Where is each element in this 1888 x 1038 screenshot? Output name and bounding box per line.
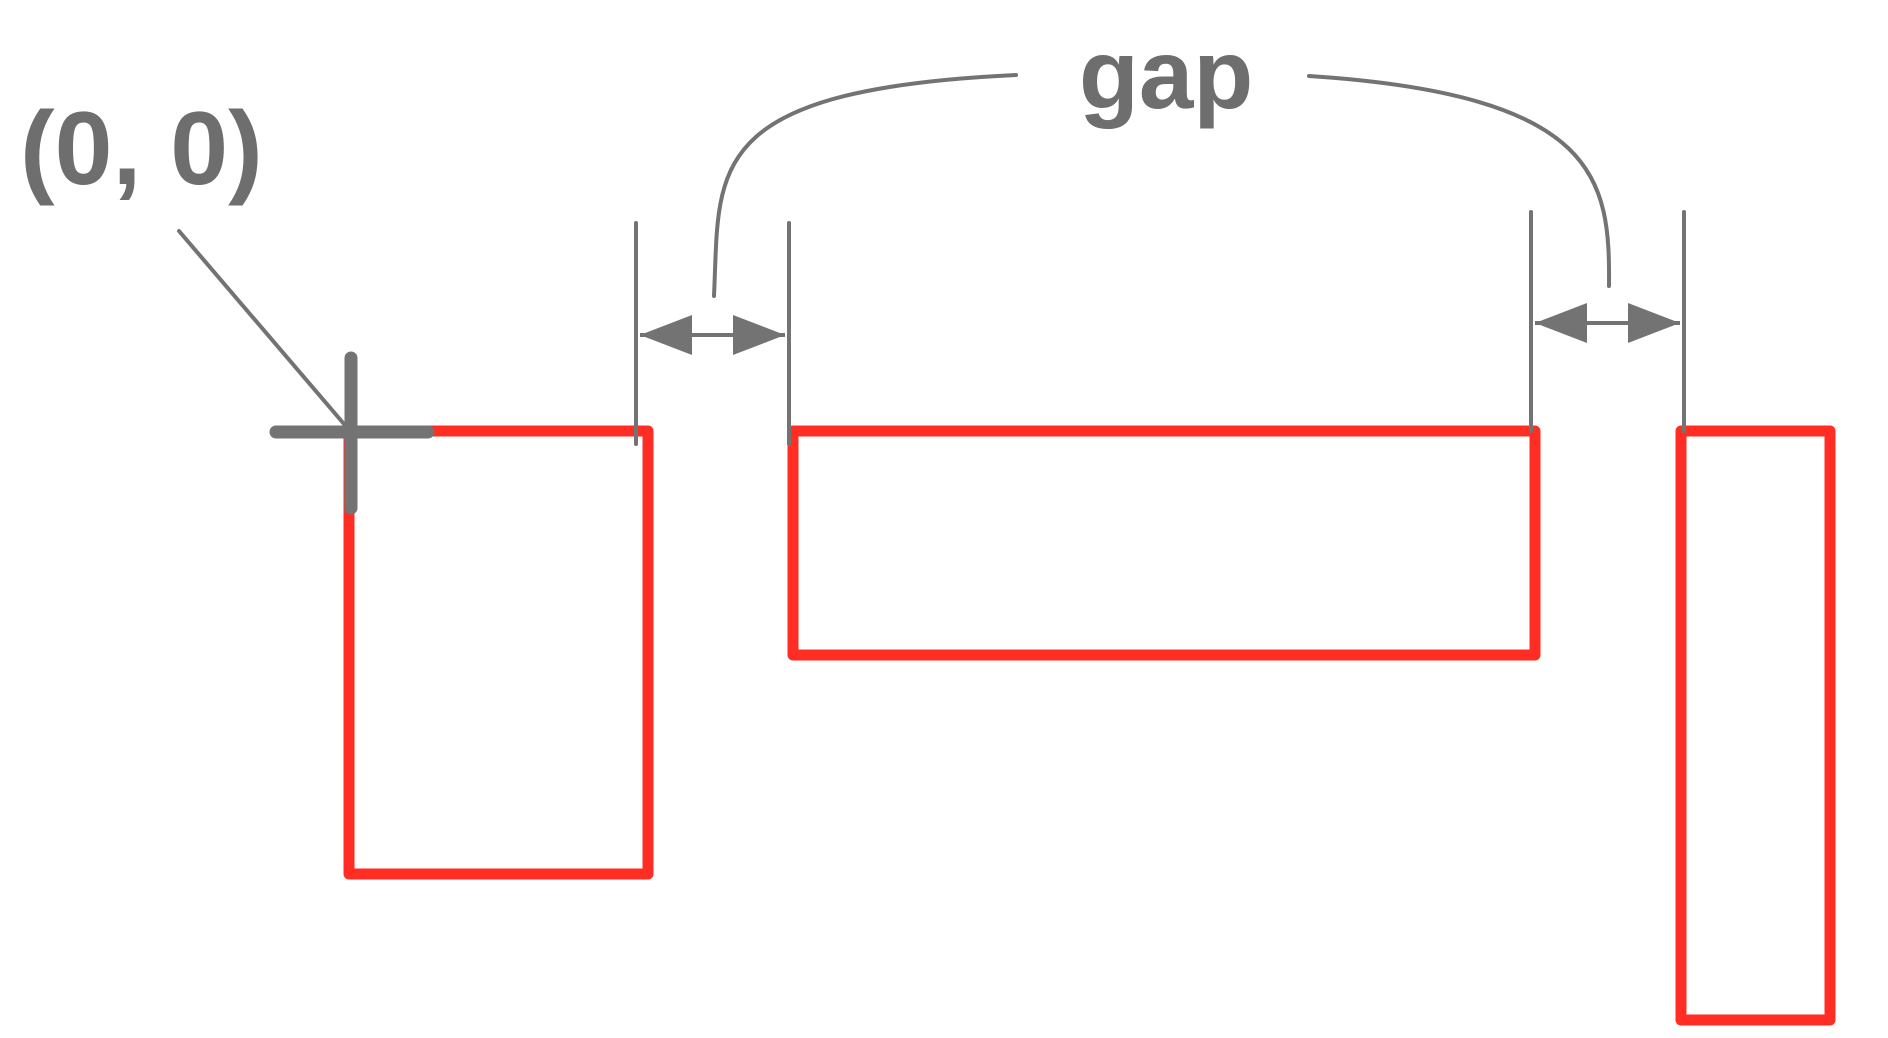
gap-dimension-arrows [640,303,1680,355]
origin-leader-line [177,229,346,426]
box-1 [343,425,654,880]
gap-extension-lines [634,210,1686,446]
origin-label: (0, 0) [20,91,263,207]
box-2 [787,425,1541,661]
gap-label: gap [1079,19,1253,129]
gap-leader-right [1307,74,1612,288]
gap-leader-left [712,73,1018,298]
gap-leader-curves [712,73,1612,298]
box-3 [1675,425,1836,1026]
origin-crosshair [269,351,435,515]
boxes-group [343,425,1836,1026]
